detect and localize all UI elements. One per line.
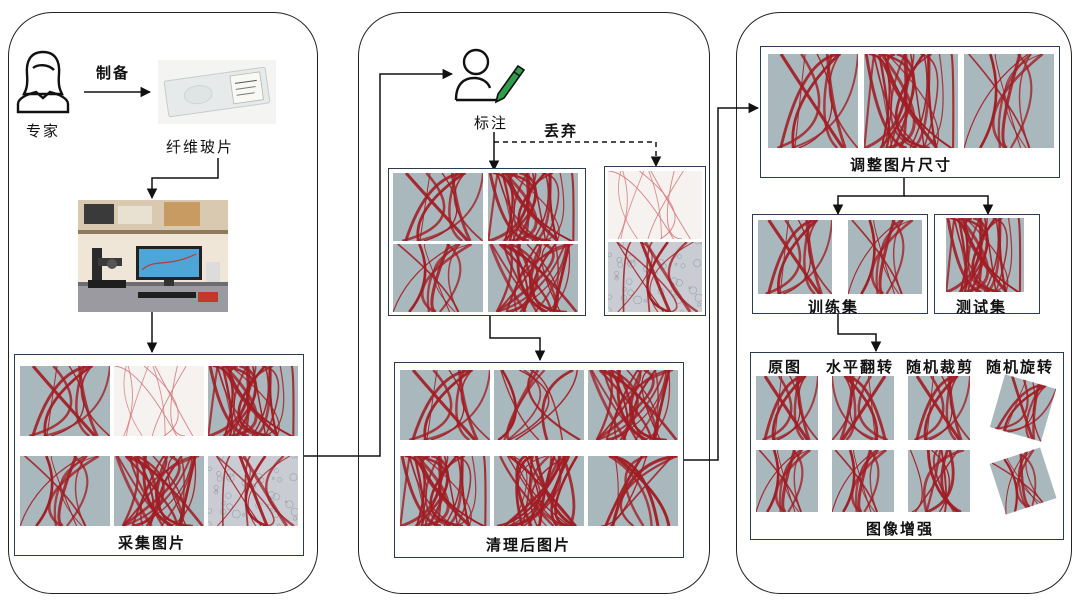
micrograph-thumbnail <box>488 244 578 312</box>
resize-label: 调整图片尺寸 <box>850 156 953 174</box>
micrograph-thumbnail <box>989 374 1057 442</box>
micrograph-thumbnail <box>756 376 818 440</box>
aug-crop-label: 随机裁剪 <box>906 358 975 376</box>
expert-label: 专家 <box>26 122 61 140</box>
micrograph-thumbnail <box>864 54 958 148</box>
micrograph-thumbnail <box>114 366 204 436</box>
micrograph-thumbnail <box>832 450 894 512</box>
micrograph-thumbnail <box>756 450 818 512</box>
person-icon <box>16 50 70 114</box>
micrograph-thumbnail <box>488 173 578 241</box>
micrograph-thumbnail <box>964 54 1054 148</box>
micrograph-thumbnail <box>393 244 483 312</box>
micrograph-thumbnail <box>832 376 894 440</box>
micrograph-thumbnail <box>608 171 702 239</box>
cleaned-label: 清理后图片 <box>486 536 572 554</box>
slide-label: 纤维玻片 <box>166 138 235 156</box>
annotator-pencil-icon <box>454 48 526 104</box>
micrograph-thumbnail <box>908 450 970 512</box>
aug-rotate-label: 随机旋转 <box>986 358 1055 376</box>
micrograph-thumbnail <box>758 220 832 294</box>
aug-hflip-label: 水平翻转 <box>826 358 895 376</box>
micrograph-thumbnail <box>400 456 490 526</box>
microscope-workstation-photo <box>78 200 228 312</box>
annotate-label: 标注 <box>474 114 509 132</box>
train-label: 训练集 <box>808 298 860 316</box>
micrograph-thumbnail <box>989 447 1057 515</box>
micrograph-thumbnail <box>208 366 298 436</box>
micrograph-thumbnail <box>20 456 110 526</box>
micrograph-thumbnail <box>608 242 702 312</box>
micrograph-thumbnail <box>20 366 110 436</box>
micrograph-thumbnail <box>768 54 858 148</box>
micrograph-thumbnail <box>908 376 970 440</box>
micrograph-thumbnail <box>494 370 584 440</box>
glass-slide-photo <box>158 60 276 124</box>
micrograph-thumbnail <box>208 456 298 526</box>
augment-label: 图像增强 <box>866 520 935 538</box>
micrograph-thumbnail <box>114 456 204 526</box>
micrograph-thumbnail <box>946 218 1024 292</box>
micrograph-thumbnail <box>494 456 584 526</box>
micrograph-thumbnail <box>393 173 483 241</box>
micrograph-thumbnail <box>400 370 490 440</box>
aug-original-label: 原图 <box>768 358 803 376</box>
collected-label: 采集图片 <box>118 534 187 552</box>
test-label: 测试集 <box>956 298 1008 316</box>
micrograph-thumbnail <box>588 456 678 526</box>
micrograph-thumbnail <box>588 370 678 440</box>
discard-label: 丢弃 <box>544 122 579 140</box>
micrograph-thumbnail <box>848 220 922 294</box>
prepare-label: 制备 <box>96 64 131 82</box>
